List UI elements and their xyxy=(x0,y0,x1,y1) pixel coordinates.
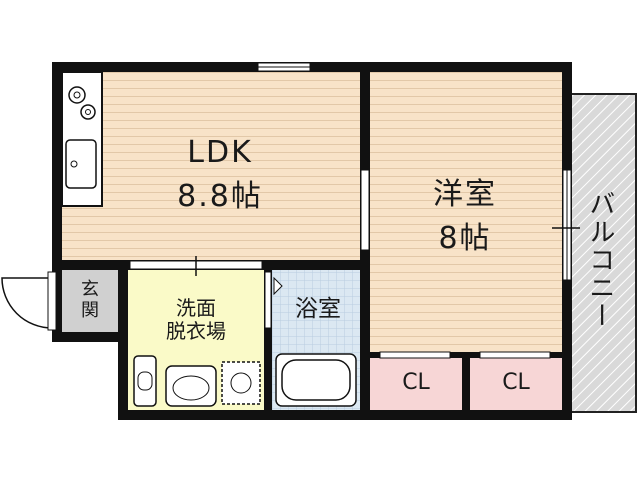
balcony xyxy=(565,93,637,413)
washbasin-icon xyxy=(165,365,217,407)
closet2-name: CL xyxy=(502,370,530,395)
toilet-icon xyxy=(133,355,157,407)
ldk-floor xyxy=(62,72,360,260)
door-bathroom xyxy=(264,271,283,329)
stove-burner-icon xyxy=(80,104,96,120)
closet2-floor xyxy=(470,358,562,410)
western-size: 8帖 xyxy=(438,221,492,256)
door-washroom xyxy=(129,256,263,276)
western-floor xyxy=(370,72,562,352)
door-ldk-western xyxy=(360,169,370,251)
window-top xyxy=(257,62,311,72)
entrance-name: 玄 関 xyxy=(81,279,99,321)
stove-burner-icon xyxy=(68,86,86,104)
closet1-floor xyxy=(370,358,462,410)
washing-machine-icon xyxy=(221,361,261,405)
kitchen-counter xyxy=(61,71,103,207)
closet-doors xyxy=(379,351,551,359)
bathtub-icon xyxy=(275,353,357,407)
sink-icon xyxy=(65,139,97,189)
bathroom-name: 浴室 xyxy=(295,296,341,322)
closet1-name: CL xyxy=(402,370,430,395)
entrance-door xyxy=(1,271,57,331)
western-name: 洋室 xyxy=(433,177,497,212)
balcony-name: バルコニー xyxy=(584,190,615,330)
washroom-name: 洗面 脱衣場 xyxy=(166,296,226,343)
ldk-size: 8.8帖 xyxy=(177,179,263,214)
window-balcony xyxy=(552,169,580,281)
entrance-floor xyxy=(62,270,118,332)
ldk-name: LDK xyxy=(187,135,253,170)
